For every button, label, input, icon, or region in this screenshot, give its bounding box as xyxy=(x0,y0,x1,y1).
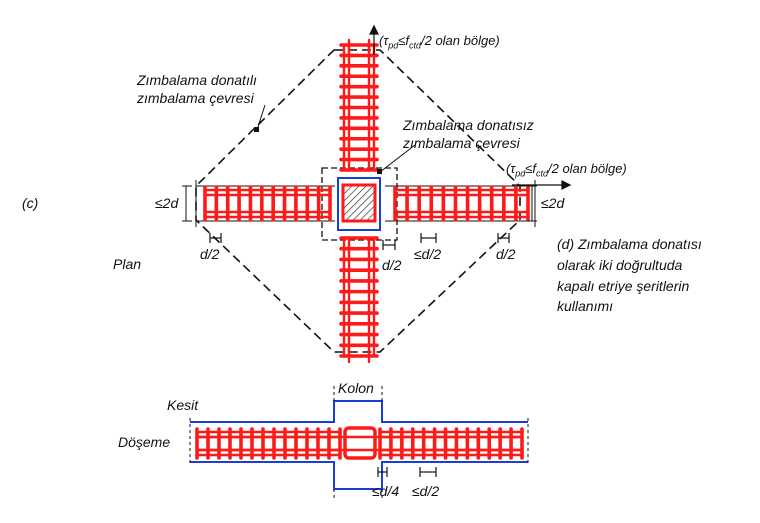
rebar-strips-plan xyxy=(203,38,530,364)
panel-c-label: (c) xyxy=(22,195,39,211)
dim-d-half-right: d/2 xyxy=(496,246,516,262)
outer-perimeter-label-line1: Zımbalama donatılı xyxy=(137,72,257,88)
panel-d-line2: olarak iki doğrultuda xyxy=(557,257,683,273)
kolon-label: Kolon xyxy=(338,380,374,396)
section-dashed-edges xyxy=(189,386,529,499)
dim-2d-left-label: ≤2d xyxy=(155,195,179,211)
outer-perimeter-label-line2: zımbalama çevresi xyxy=(137,90,254,106)
dim-2d-right-label: ≤2d xyxy=(541,195,565,211)
rebar-strip-section xyxy=(195,427,524,460)
doseme-label: Döşeme xyxy=(118,434,171,450)
leader-inner-perimeter xyxy=(379,144,416,173)
dim-d-half-center: d/2 xyxy=(382,257,402,273)
dim-d-half-left: d/2 xyxy=(200,246,220,262)
inner-perimeter-label-line2: zımbalama çevresi xyxy=(403,135,520,151)
right-zone-label: (τpd≤fctd/2 olan bölge) xyxy=(506,161,627,179)
right-zone-arrow xyxy=(512,180,572,190)
panel-d-line1: (d) Zımbalama donatısı xyxy=(557,236,702,252)
column-core xyxy=(341,183,377,223)
kesit-label: Kesit xyxy=(167,397,199,413)
top-zone-label: (τpd≤fctd/2 olan bölge) xyxy=(379,33,500,51)
leader-inner-dot xyxy=(377,169,382,174)
leader-outer-perimeter xyxy=(256,104,266,131)
dim-leq-d-half-plan: ≤d/2 xyxy=(414,246,442,262)
leader-outer-dot xyxy=(254,127,259,132)
dim-2d-left xyxy=(182,185,192,222)
dim-marks-section xyxy=(377,467,437,477)
dim-2d-right xyxy=(527,185,537,222)
section-column-ring xyxy=(343,426,377,460)
top-zone-arrow xyxy=(369,24,379,55)
column-outline xyxy=(337,177,381,231)
panel-d-line4: kullanımı xyxy=(557,298,614,314)
dim-leq-d-quarter: ≤d/4 xyxy=(372,483,400,499)
slab-strip-edges xyxy=(195,180,536,227)
inner-punching-perimeter xyxy=(321,167,398,241)
section-outline xyxy=(190,400,528,490)
outer-punching-perimeter xyxy=(195,49,521,353)
dim-marks-plan xyxy=(209,233,510,250)
inner-perimeter-label-line1: Zımbalama donatısız xyxy=(403,117,534,133)
plan-label: Plan xyxy=(113,256,142,272)
dim-leq-d-half-section: ≤d/2 xyxy=(412,483,440,499)
panel-d-line3: kapalı etriye şeritlerin xyxy=(557,278,690,294)
